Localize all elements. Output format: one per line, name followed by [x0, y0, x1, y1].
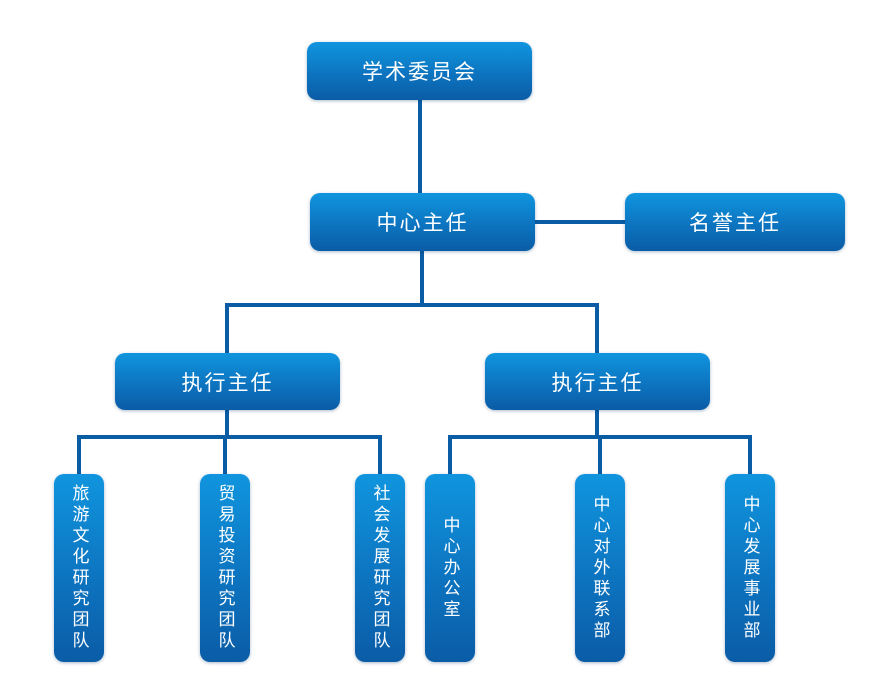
node-external-liaison-department-label: 中心对外联系部	[590, 494, 610, 642]
node-executive-director-left-label: 执行主任	[181, 371, 274, 395]
node-academic-committee-label: 学术委员会	[362, 61, 477, 84]
node-external-liaison-department: 中心对外联系部	[575, 474, 625, 662]
node-executive-director-right: 执行主任	[485, 353, 710, 410]
node-honorary-director: 名誉主任	[625, 193, 845, 251]
node-center-office: 中心办公室	[425, 474, 475, 662]
connector-director-exec-branch	[225, 303, 599, 356]
node-center-director: 中心主任	[310, 193, 535, 251]
node-trade-investment-research-team: 贸易投资研究团队	[200, 474, 250, 662]
node-tourism-culture-research-team-label: 旅游文化研究团队	[69, 484, 89, 652]
node-academic-committee: 学术委员会	[307, 42, 532, 100]
node-trade-investment-research-team-label: 贸易投资研究团队	[215, 484, 235, 652]
node-development-division-label: 中心发展事业部	[740, 494, 760, 642]
connector-exec-left-branch	[77, 435, 382, 477]
node-social-development-research-team-label: 社会发展研究团队	[370, 484, 390, 652]
node-honorary-director-label: 名誉主任	[689, 212, 781, 235]
node-development-division: 中心发展事业部	[725, 474, 775, 662]
node-executive-director-left: 执行主任	[115, 353, 340, 410]
node-center-office-label: 中心办公室	[440, 515, 460, 621]
node-center-director-label: 中心主任	[376, 212, 469, 235]
node-executive-director-right-label: 执行主任	[551, 371, 644, 395]
node-tourism-culture-research-team: 旅游文化研究团队	[54, 474, 104, 662]
node-social-development-research-team: 社会发展研究团队	[355, 474, 405, 662]
